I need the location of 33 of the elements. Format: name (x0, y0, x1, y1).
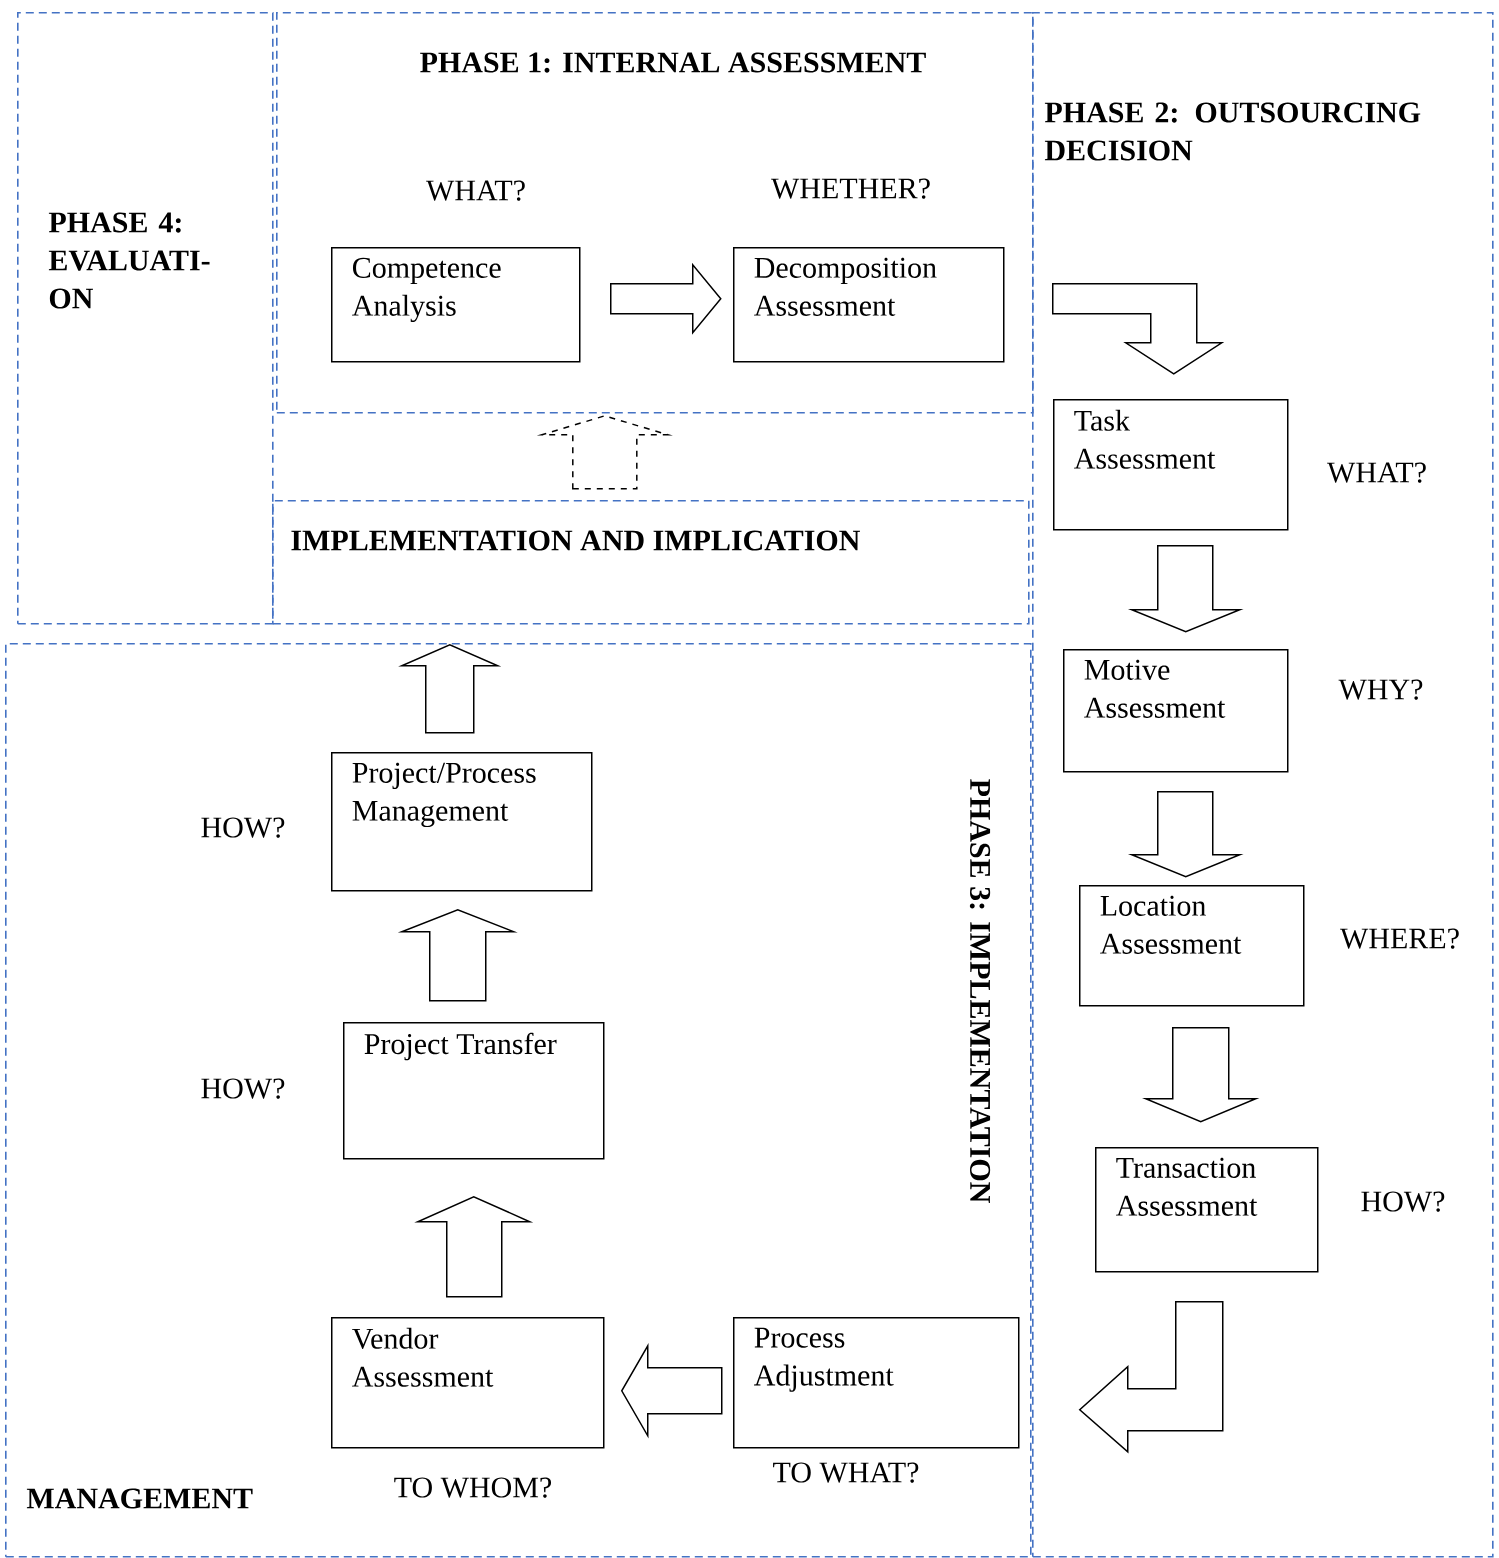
block-arrow (1052, 283, 1225, 375)
question-label: WHETHER? (771, 178, 930, 199)
process-box: Transaction Assessment (1095, 1147, 1319, 1273)
question-label: WHY? (1338, 679, 1423, 700)
question-label: TO WHOM? (394, 1477, 551, 1498)
question-label: WHAT? (1327, 462, 1426, 483)
process-box: Competence Analysis (331, 247, 581, 363)
block-arrow (1127, 545, 1244, 633)
question-label: HOW? (201, 817, 285, 838)
process-box: Project/Process Management (331, 752, 593, 892)
question-label: TO WHAT? (773, 1462, 919, 1483)
dashed-region: IMPLEMENTATION AND IMPLICATION (272, 500, 1030, 625)
process-box: Project Transfer (343, 1022, 605, 1160)
block-arrow (1142, 1027, 1260, 1123)
question-label: HOW? (201, 1078, 285, 1099)
block-arrow (414, 1195, 534, 1298)
process-box: Vendor Assessment (331, 1317, 605, 1449)
block-arrow (398, 644, 502, 734)
dashed-region: PHASE 4: EVALUATI- ON (17, 12, 274, 625)
block-arrow (1127, 791, 1244, 878)
block-arrow (1078, 1301, 1224, 1454)
block-arrow (620, 1342, 723, 1439)
process-box: Location Assessment (1079, 885, 1305, 1007)
process-box: Motive Assessment (1063, 649, 1289, 773)
question-label: HOW? (1361, 1191, 1445, 1212)
process-box: Process Adjustment (733, 1317, 1020, 1449)
process-box: Decomposition Assessment (733, 247, 1005, 363)
question-label: WHERE? (1340, 928, 1459, 949)
question-label: WHAT? (426, 180, 525, 201)
block-arrow (610, 262, 722, 335)
block-arrow (397, 908, 518, 1002)
block-arrow (536, 415, 673, 490)
process-box: Task Assessment (1053, 399, 1289, 531)
